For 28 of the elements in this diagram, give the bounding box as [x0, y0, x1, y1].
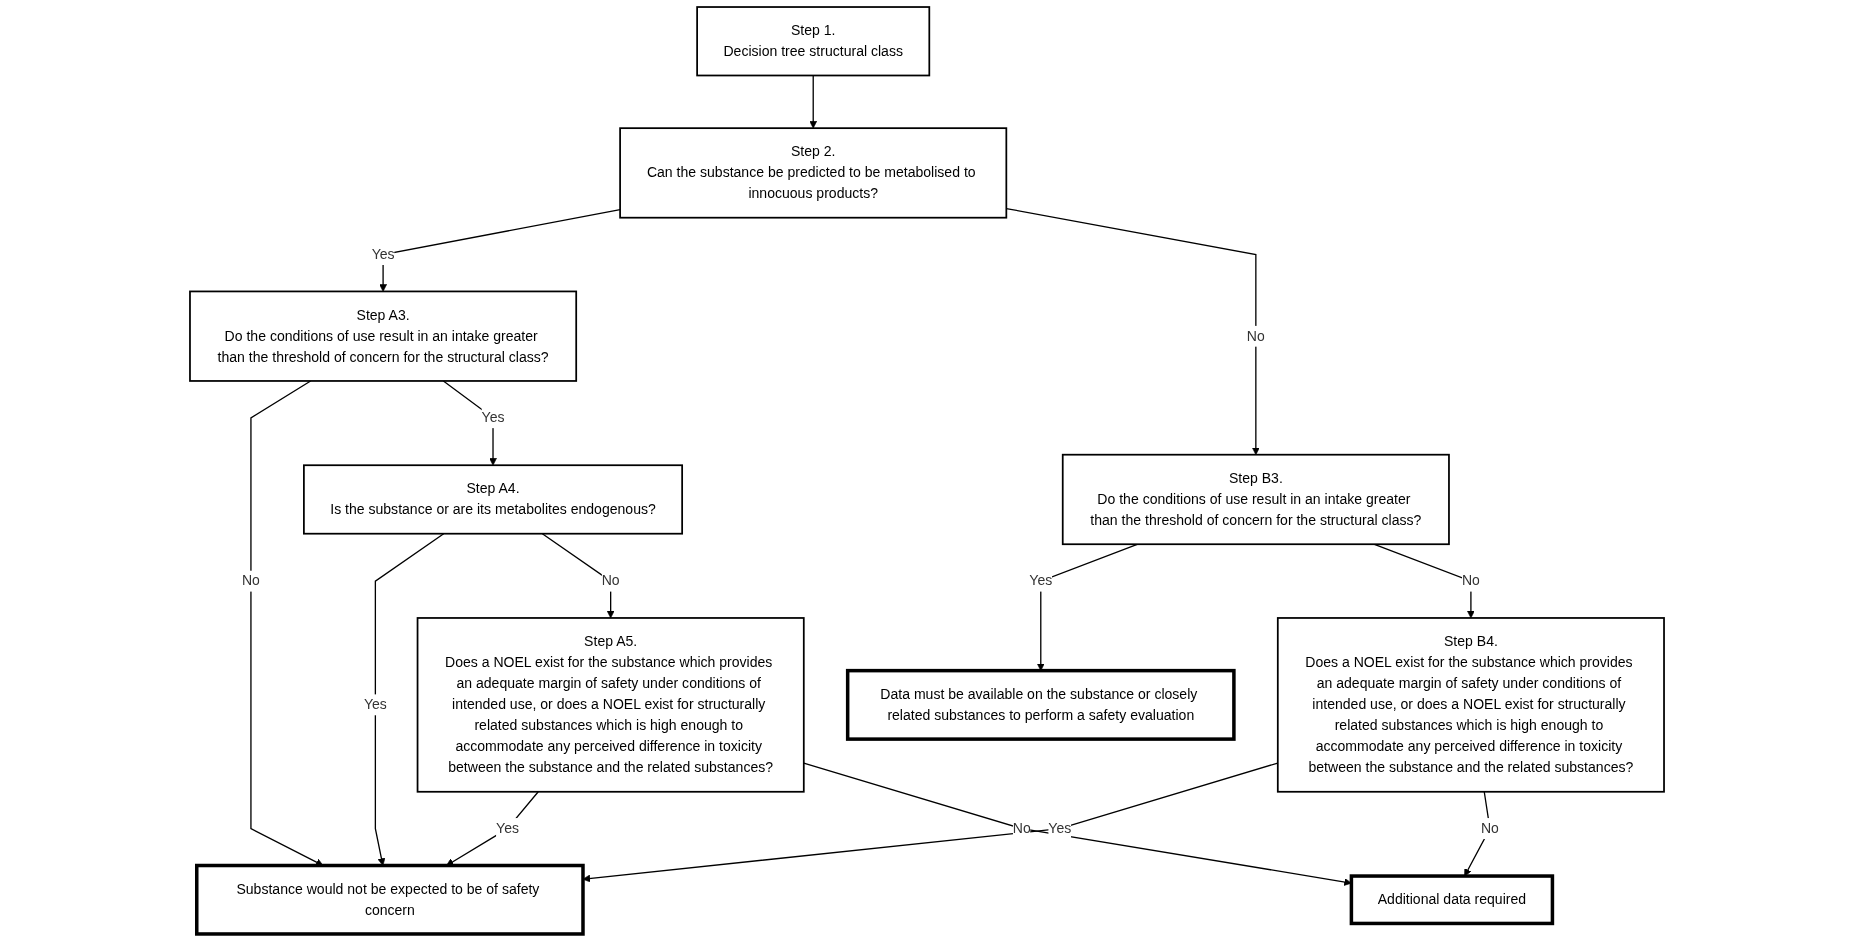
edge-label: Yes	[1048, 820, 1072, 836]
node-box: Step B3. Do the conditions of use result in an intake greater than the threshold of concern for the structural class?	[1061, 453, 1450, 546]
edge-label: Yes	[371, 246, 395, 262]
arrow	[250, 380, 324, 866]
edge-label: Yes	[496, 820, 519, 836]
node-box: Substance would not be expected to be of safety concern	[195, 863, 585, 936]
arrow	[374, 533, 445, 866]
node-box: Step 1. Decision tree structural class	[696, 6, 931, 77]
edge-label: Yes	[363, 696, 387, 712]
edge-label: No	[241, 573, 260, 589]
edge-label: No	[1461, 573, 1480, 589]
edge-label: Yes	[481, 409, 505, 425]
node-box: Step A5. Does a NOEL exist for the substance which provides an adequate margin of safety under conditions of intended use, or does a NOEL exist for structurally related substances which is high enough to accommodate any perceived difference in toxicity between the substance and the related substances?	[416, 617, 805, 793]
node-box: Step B4. Does a NOEL exist for the substance which provides an adequate margin of safety under conditions of intended use, or does a NOEL exist for structurally related substances which is high enough to accommodate any perceived difference in toxicity between the substance and the related substances?	[1276, 617, 1665, 793]
edge-label: No	[1012, 820, 1031, 836]
edge-label: No	[601, 573, 620, 589]
arrow	[446, 791, 539, 866]
node-box: Step A3. Do the conditions of use result in an intake greater than the threshold of concern for the structural class?	[189, 290, 578, 382]
node-box: Data must be available on the substance or closely related substances to perform a safety evaluation	[845, 668, 1236, 741]
arrow	[379, 208, 621, 292]
node-box: Step 2. Can the substance be predicted to be metabolised to innocuous products?	[619, 127, 1008, 219]
edge-label: No	[1246, 328, 1265, 344]
arrow	[809, 74, 818, 129]
arrow	[541, 533, 615, 619]
edge-label: No	[1480, 820, 1499, 836]
node-box: Additional data required	[1349, 874, 1555, 926]
edge-label: Yes	[1029, 573, 1053, 589]
node-box: Step A4. Is the substance or are its metabolites endogenous?	[303, 464, 683, 535]
